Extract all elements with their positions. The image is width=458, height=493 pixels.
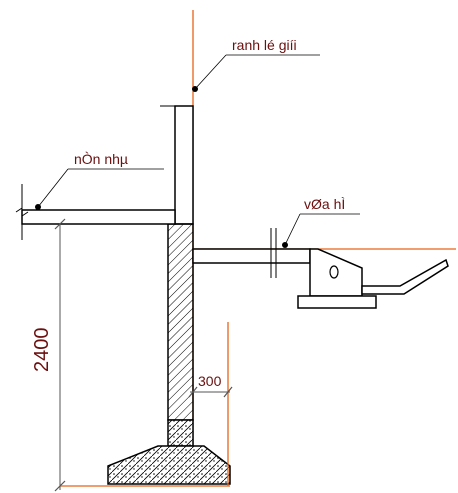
- label-floor: nÒn nhµ: [74, 151, 128, 167]
- footing: [107, 445, 231, 485]
- label-boundary: ranh lé giíi: [232, 37, 297, 53]
- label-sidewalk: vØa hÌ: [304, 196, 345, 212]
- label-300: 300: [198, 373, 222, 389]
- label-2400: 2400: [31, 328, 53, 373]
- curb: [297, 248, 449, 309]
- leader-floor: [35, 168, 164, 210]
- dimension-300: [188, 386, 233, 398]
- dimension-2400: [54, 218, 66, 492]
- leader-sidewalk: [282, 213, 360, 248]
- floor-slab: [15, 184, 176, 240]
- leader-boundary: [192, 54, 320, 92]
- wall: [160, 105, 194, 447]
